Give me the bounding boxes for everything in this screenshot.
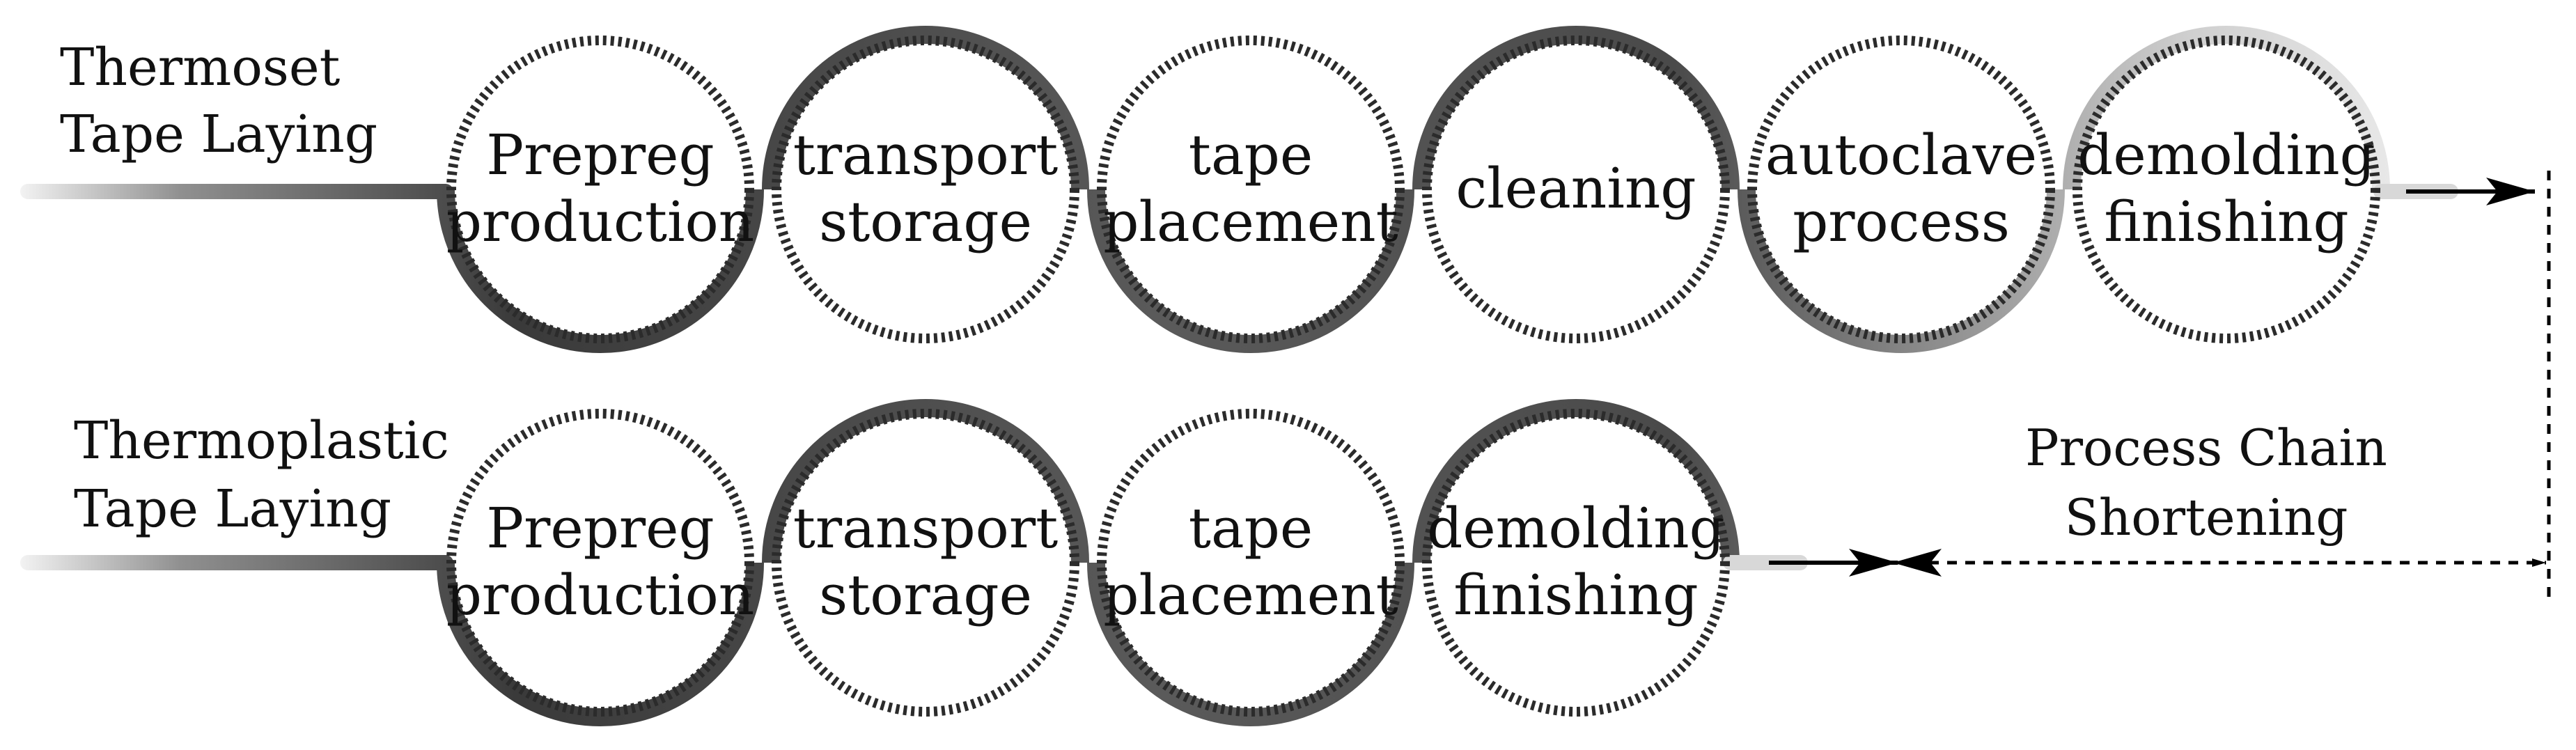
row-label-line-2: Tape Laying: [74, 479, 391, 539]
process-step-label: finishing: [1453, 563, 1698, 627]
flow-tube-arc: [1412, 399, 1740, 563]
process-step-label: finishing: [2104, 189, 2348, 254]
process-step-label: tape: [1189, 123, 1313, 187]
process-step-ring: [1097, 409, 1405, 717]
row-label-line-2: Tape Laying: [60, 104, 377, 164]
process-step-label: production: [446, 563, 755, 627]
process-step-label: Prepreg: [486, 123, 714, 187]
shortening-label-line-2: Shortening: [2065, 488, 2348, 547]
process-step-label: transport: [793, 496, 1058, 561]
process-step-label: transport: [793, 123, 1058, 187]
process-step-label: demolding: [1427, 496, 1725, 561]
process-step-label: tape: [1189, 496, 1313, 561]
shortening-label-line-1: Process Chain: [2025, 419, 2387, 477]
process-step-label: cleaning: [1455, 156, 1696, 221]
flow-tube-arc: [2063, 26, 2390, 190]
process-step-label: placement: [1103, 563, 1398, 627]
process-step-label: demolding: [2077, 123, 2375, 187]
flow-tube-arc: [437, 562, 764, 726]
process-step-ring: [1097, 36, 1405, 343]
process-step-label: Prepreg: [486, 496, 714, 561]
process-step-ring: [1422, 36, 1730, 343]
row-label-line-1: Thermoplastic: [74, 411, 449, 471]
flow-tube-arc: [1087, 562, 1414, 726]
row-label-line-1: Thermoset: [60, 38, 341, 97]
process-step-label: autoclave: [1765, 123, 2037, 187]
flow-tube-arc: [762, 399, 1089, 563]
flow-tube-arc: [762, 26, 1089, 190]
process-step-ring: [772, 409, 1079, 717]
process-step-ring: [1422, 409, 1730, 717]
process-step-ring: [446, 409, 754, 717]
process-step-label: storage: [819, 189, 1032, 254]
flow-tube-arc: [1087, 189, 1414, 353]
process-step-label: placement: [1103, 189, 1398, 254]
process-step-ring: [2072, 36, 2380, 343]
flow-tube-arc: [1412, 26, 1740, 190]
process-step-ring: [1747, 36, 2055, 343]
shortening-annotation: Process Chain Shortening: [1893, 171, 2551, 599]
process-step-ring: [772, 36, 1079, 343]
flow-tube-arc: [437, 189, 764, 353]
process-step-label: process: [1793, 189, 2010, 254]
process-step-label: production: [446, 189, 755, 254]
flow-tube-arc: [1738, 189, 2065, 353]
process-step-ring: [446, 36, 754, 343]
process-step-label: storage: [819, 563, 1032, 627]
